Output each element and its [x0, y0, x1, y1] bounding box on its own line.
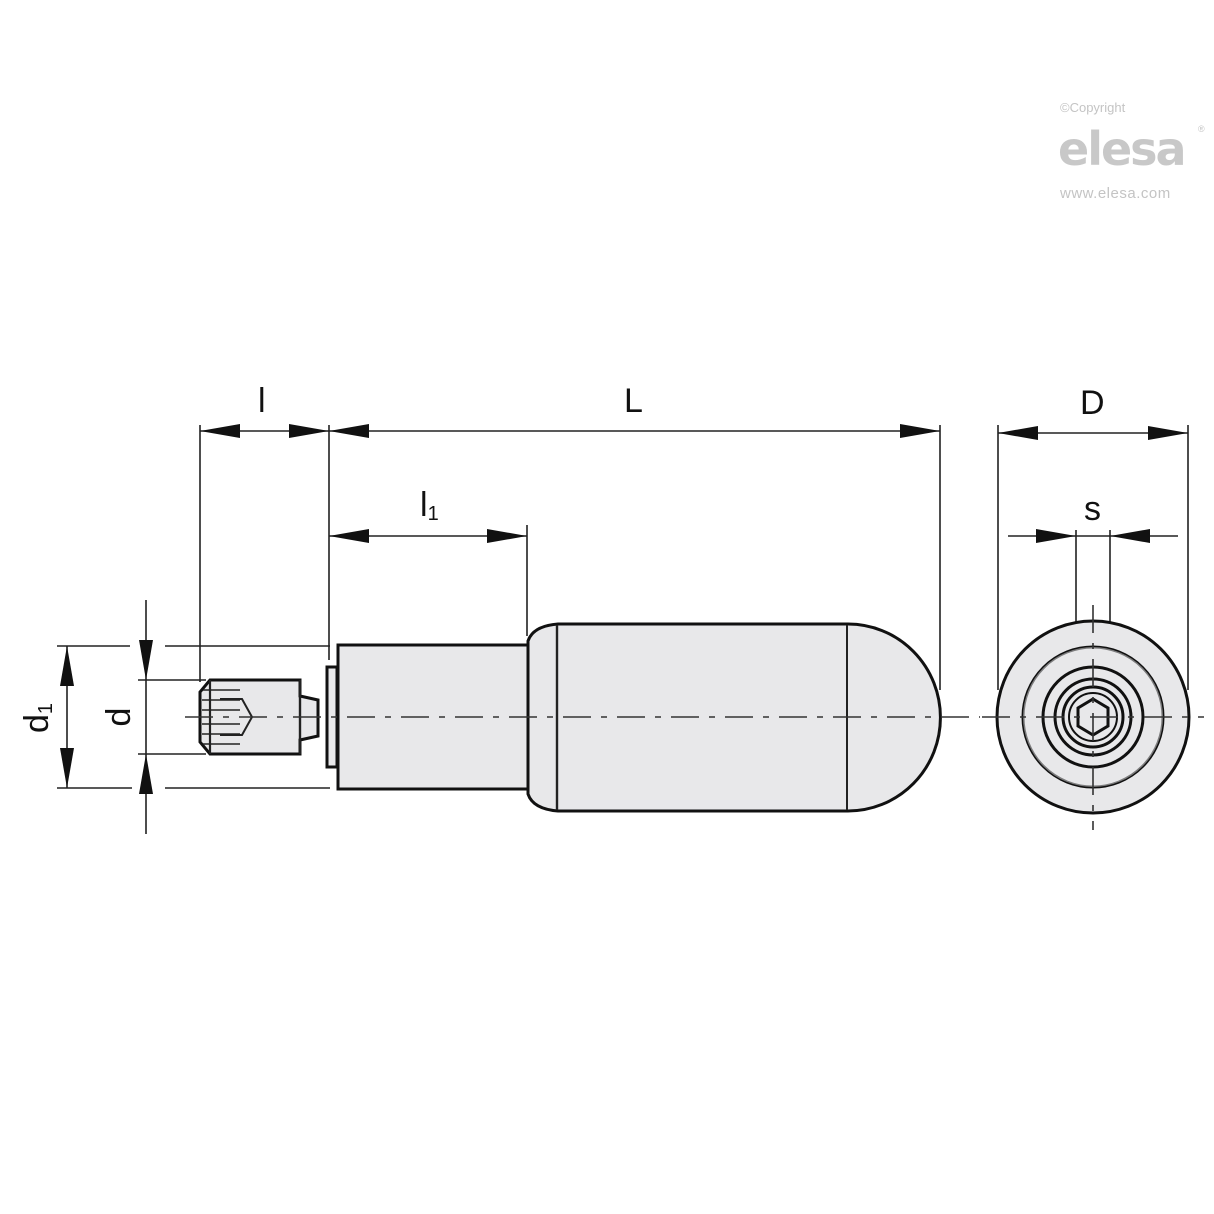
svg-text:L: L — [624, 382, 643, 420]
end-view: D s — [982, 384, 1204, 830]
dimension-L: L — [329, 382, 940, 438]
svg-text:D: D — [1080, 384, 1105, 422]
dimension-l1: l1 — [329, 486, 527, 543]
svg-text:s: s — [1084, 490, 1101, 528]
svg-text:l1: l1 — [420, 486, 439, 525]
brand-url: www.elesa.com — [1059, 185, 1171, 202]
copyright-text: ©Copyright — [1060, 100, 1126, 115]
svg-text:d1: d1 — [18, 703, 57, 733]
registered-mark: ® — [1198, 124, 1205, 134]
svg-text:d: d — [100, 708, 138, 727]
brand-logo: elesa — [1058, 122, 1185, 176]
side-view: l L l1 d1 — [18, 382, 980, 834]
elesa-watermark: ©Copyright elesa ® www.elesa.com — [1058, 100, 1205, 202]
dimension-D: D — [998, 384, 1188, 440]
dimension-d: d — [100, 600, 153, 834]
dimension-d1: d1 — [18, 646, 74, 788]
dimension-l: l — [200, 382, 329, 438]
svg-text:l: l — [258, 382, 266, 420]
